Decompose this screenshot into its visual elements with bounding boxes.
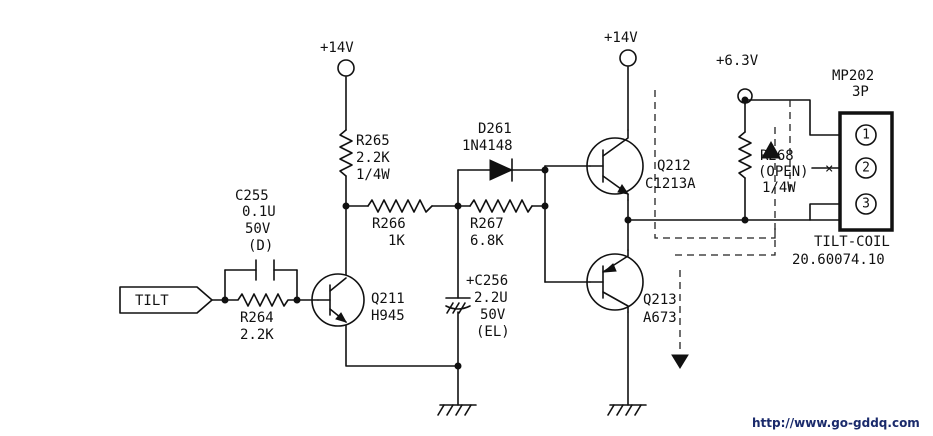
tilt-input-tag: TILT [119, 286, 213, 314]
r268-resistor: R268 (OPEN) 1/4W × [738, 131, 833, 196]
d261-ref: D261 [478, 121, 512, 137]
connector-pins: 3P [852, 84, 869, 100]
r267-resistor: R267 6.8K [469, 199, 533, 249]
c256-value: 2.2U [474, 290, 508, 306]
r266-value: 1K [388, 233, 405, 249]
c256-ref: +C256 [466, 273, 508, 289]
q211-transistor: Q211 H945 [311, 273, 405, 327]
junctions [221, 96, 749, 370]
r267-ref: R267 [470, 216, 504, 232]
r265-resistor: R265 2.2K 1/4W [339, 129, 390, 183]
d261-part: 1N4148 [462, 138, 513, 154]
dashed-option-lines [654, 90, 791, 350]
c255-capacitor: C255 0.1U 50V (D) [235, 188, 276, 281]
r268-power: 1/4W [762, 180, 796, 196]
r265-ref: R265 [356, 133, 390, 149]
pin-2-label: 2 [862, 161, 870, 176]
c256-type: (EL) [476, 324, 510, 340]
vcc-right-terminal: +14V [604, 30, 638, 67]
q212-ref: Q212 [657, 158, 691, 174]
c255-type: (D) [248, 238, 273, 254]
q212-part: C1213A [645, 176, 696, 192]
arrow-down [671, 354, 689, 369]
v63-terminal: +6.3V [716, 53, 759, 104]
connector-name: TILT-COIL [814, 234, 890, 250]
tilt-input-label: TILT [135, 293, 169, 309]
connector-ref: MP202 [832, 68, 874, 84]
q211-part: H945 [371, 308, 405, 324]
c255-value: 0.1U [242, 204, 276, 220]
q213-ref: Q213 [643, 292, 677, 308]
r268-note: (OPEN) [758, 164, 809, 180]
connector-part-no: 20.60074.10 [792, 252, 885, 268]
r265-power: 1/4W [356, 167, 390, 183]
r264-value: 2.2K [240, 327, 274, 343]
r267-value: 6.8K [470, 233, 504, 249]
ground-right [607, 404, 647, 416]
c255-ref: C255 [235, 188, 269, 204]
q213-transistor: Q213 A673 [586, 249, 677, 326]
mp202-connector: 1 2 3 MP202 3P TILT-COIL 20.60074.10 [792, 68, 894, 268]
v63-label: +6.3V [716, 53, 759, 69]
c256-capacitor: +C256 2.2U 50V (EL) [445, 273, 510, 340]
wires [211, 66, 841, 406]
ground-left [437, 404, 477, 416]
pin-1-label: 1 [862, 128, 870, 143]
q212-transistor: Q212 C1213A [586, 129, 696, 201]
pin2-open-mark: × [825, 161, 833, 177]
r268-ref: R268 [760, 148, 794, 164]
vcc-left-terminal: +14V [320, 40, 355, 77]
r265-value: 2.2K [356, 150, 390, 166]
c256-voltage: 50V [480, 307, 506, 323]
r264-resistor: R264 2.2K [224, 293, 298, 343]
q213-part: A673 [643, 310, 677, 326]
pin-3-label: 3 [862, 197, 870, 212]
vcc-right-label: +14V [604, 30, 638, 46]
watermark-url: http://www.go-gddq.com [752, 416, 920, 430]
q211-ref: Q211 [371, 291, 405, 307]
r264-ref: R264 [240, 310, 274, 326]
r266-resistor: R266 1K [367, 199, 433, 249]
vcc-left-label: +14V [320, 40, 354, 56]
r266-ref: R266 [372, 216, 406, 232]
c255-voltage: 50V [245, 221, 271, 237]
d261-diode: D261 1N4148 [462, 121, 514, 182]
